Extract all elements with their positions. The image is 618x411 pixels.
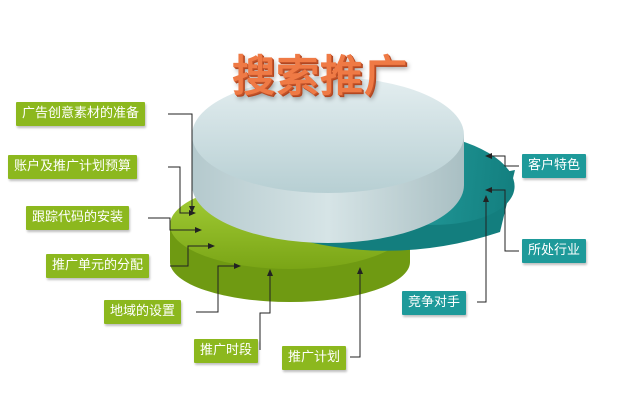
label-industry: 所处行业 bbox=[522, 239, 587, 263]
label-ad-group-allocation: 推广单元的分配 bbox=[46, 254, 150, 278]
label-account-budget: 账户及推广计划预算 bbox=[8, 155, 138, 179]
connector-3 bbox=[148, 217, 199, 231]
connector-2 bbox=[168, 166, 193, 214]
label-campaign: 推广计划 bbox=[282, 346, 347, 370]
label-customer-features: 客户特色 bbox=[522, 154, 587, 178]
connector-8 bbox=[488, 155, 519, 167]
label-competitors: 竞争对手 bbox=[402, 291, 467, 315]
label-ad-creative-prep: 广告创意素材的准备 bbox=[16, 102, 146, 126]
connector-5 bbox=[196, 265, 238, 313]
connector-6 bbox=[259, 272, 271, 350]
label-region-setting: 地域的设置 bbox=[104, 300, 182, 324]
connector-4 bbox=[170, 245, 212, 267]
connector-9 bbox=[488, 189, 519, 252]
connector-lines bbox=[148, 113, 519, 358]
connector-7 bbox=[350, 270, 361, 358]
top-disk bbox=[192, 77, 464, 243]
diagram-title: 搜索推广 bbox=[232, 52, 408, 102]
arrowheads bbox=[189, 153, 492, 276]
connector-10 bbox=[477, 198, 487, 303]
label-tracking-code: 跟踪代码的安装 bbox=[26, 206, 130, 230]
connector-1 bbox=[168, 113, 193, 210]
label-schedule: 推广时段 bbox=[194, 339, 259, 363]
